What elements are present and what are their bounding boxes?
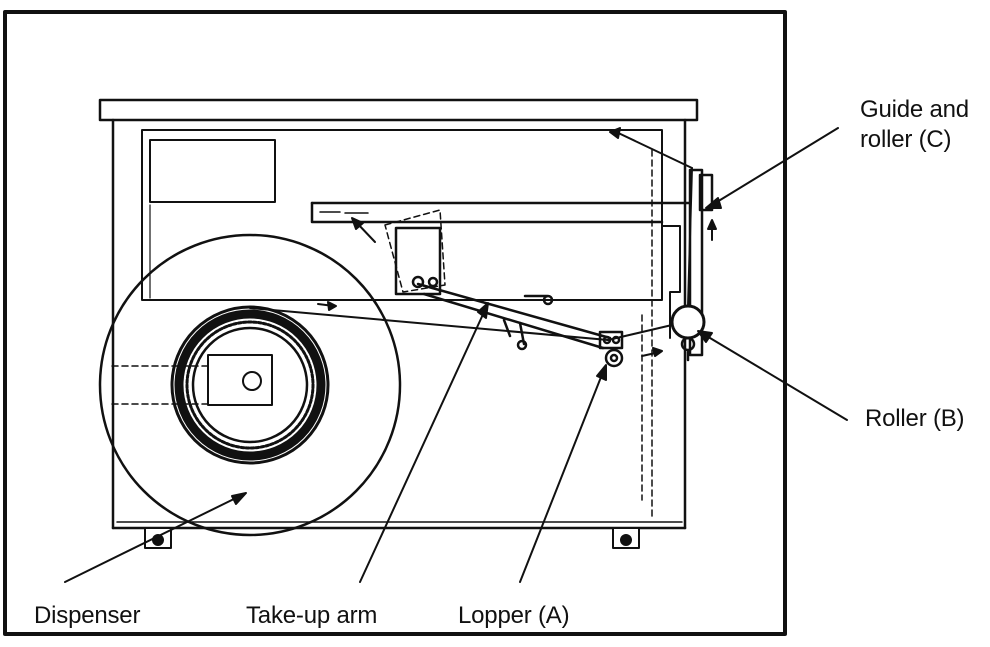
label-roller-b: Roller (B)	[865, 405, 965, 432]
outer-frame	[3, 10, 787, 636]
take-up-arm-assembly	[394, 226, 624, 351]
web-path	[249, 129, 693, 341]
hidden-lines	[111, 149, 653, 521]
label-guide-roller-c: Guide and roller (C)	[860, 96, 969, 153]
label-lopper-a: Lopper (A)	[458, 602, 570, 629]
leader-lines	[64, 127, 848, 583]
lopper	[604, 348, 624, 368]
cabinet-body	[98, 98, 699, 530]
label-take-up-arm: Take-up arm	[246, 602, 378, 629]
cabinet-feet	[144, 527, 640, 549]
label-dispenser: Dispenser	[34, 602, 141, 629]
direction-arrows	[317, 127, 717, 357]
dispenser-reel	[98, 233, 402, 537]
top-rail	[310, 201, 692, 339]
